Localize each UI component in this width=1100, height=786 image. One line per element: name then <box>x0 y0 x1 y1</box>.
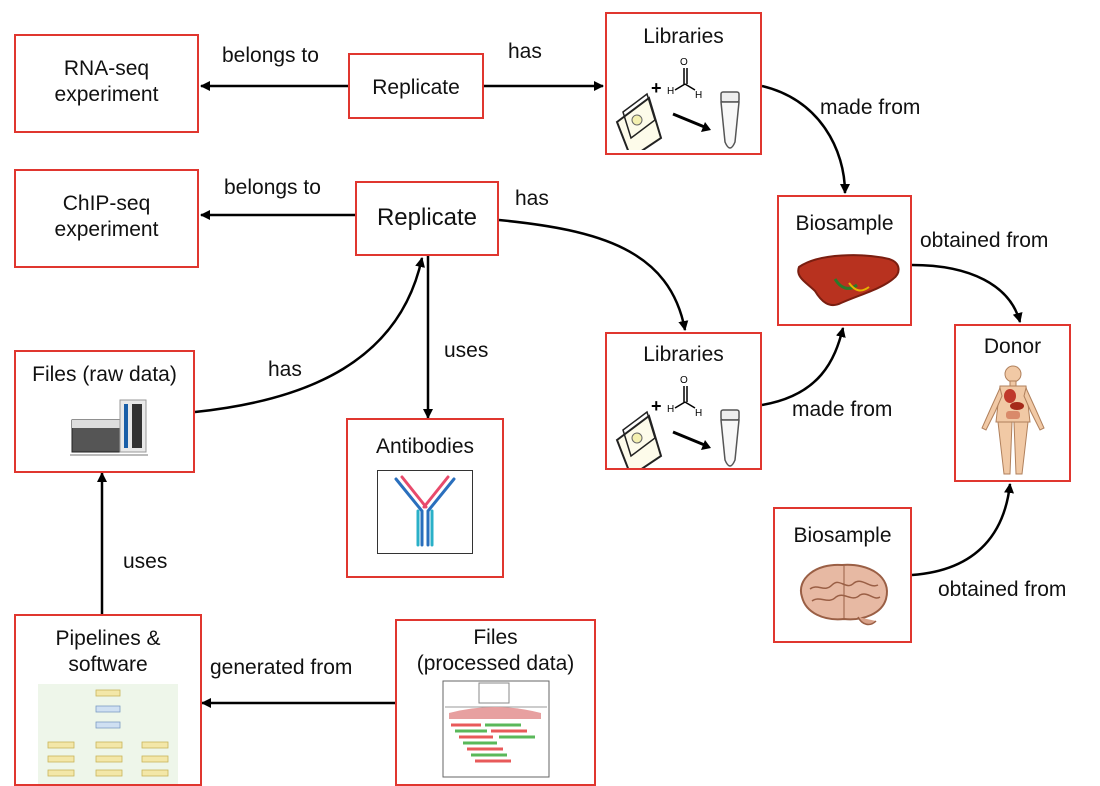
node-biosample-brain: Biosample <box>773 507 912 643</box>
antibody-icon <box>377 470 473 554</box>
edge-libraries-mid-made-from <box>761 327 846 407</box>
pipeline-flowchart-icon <box>38 684 178 784</box>
edge-label-generated-from: generated from <box>210 656 353 679</box>
edge-brain-obtained-donor <box>911 483 1014 577</box>
node-label: Libraries <box>643 343 724 366</box>
svg-text:H: H <box>695 90 702 101</box>
node-label-line1: Files <box>473 626 518 649</box>
edge-replicate-has-libraries-mid <box>498 218 689 331</box>
node-files-raw: Files (raw data) <box>14 350 195 473</box>
edge-label-has-files-raw: has <box>268 358 302 381</box>
human-body-icon <box>980 365 1045 475</box>
edge-files-raw-has <box>194 257 425 414</box>
svg-text:H: H <box>695 408 702 419</box>
svg-text:H: H <box>667 404 674 415</box>
edge-label-has-mid: has <box>515 187 549 210</box>
node-libraries-top: Libraries + H O H <box>605 12 762 155</box>
node-label-line2: experiment <box>54 218 159 241</box>
edge-libraries-made-from-liver <box>761 84 850 194</box>
sequencer-icon <box>69 399 148 456</box>
svg-text:+: + <box>651 78 662 98</box>
genome-browser-icon <box>442 680 549 778</box>
node-files-processed: Files (processed data) <box>395 619 596 786</box>
liver-icon <box>796 254 899 307</box>
node-label: Biosample <box>793 524 892 547</box>
edge-liver-obtained-donor <box>911 263 1023 323</box>
node-pipelines-software: Pipelines & software <box>14 614 202 786</box>
node-libraries-mid: Libraries + H O H <box>605 332 762 470</box>
node-label: Biosample <box>795 212 894 235</box>
node-label: Files (raw data) <box>32 363 177 386</box>
edge-label-obtained-from-brain: obtained from <box>938 578 1067 601</box>
node-replicate-mid: Replicate <box>355 181 499 256</box>
library-prep-icon: + H O H <box>615 57 740 150</box>
edge-label-has-top: has <box>508 40 542 63</box>
node-label: Replicate <box>372 76 460 99</box>
svg-text:+: + <box>651 396 662 416</box>
brain-icon <box>799 563 888 626</box>
node-antibodies: Antibodies <box>346 418 504 578</box>
edge-label-uses-pipelines: uses <box>123 550 168 573</box>
node-label: Libraries <box>643 25 724 48</box>
node-label: Antibodies <box>375 435 475 458</box>
node-rna-seq-experiment: RNA-seq experiment <box>14 34 199 133</box>
node-label: Donor <box>983 335 1042 358</box>
node-biosample-liver: Biosample <box>777 195 912 326</box>
node-label-line2: software <box>68 653 148 676</box>
edge-label-made-from-top: made from <box>820 96 921 119</box>
edge-label-uses-antibodies: uses <box>444 339 489 362</box>
edge-label-made-from-mid: made from <box>792 398 893 421</box>
node-label-line2: experiment <box>54 83 159 106</box>
node-label-line1: ChIP-seq <box>62 192 151 215</box>
library-prep-icon: + H O H <box>615 375 740 468</box>
svg-text:H: H <box>667 86 674 97</box>
node-donor: Donor <box>954 324 1071 482</box>
node-chip-seq-experiment: ChIP-seq experiment <box>14 169 199 268</box>
node-label: Replicate <box>376 204 478 231</box>
edge-label-belongs-to-rna: belongs to <box>222 44 319 67</box>
svg-text:O: O <box>680 375 688 386</box>
node-label-line1: RNA-seq <box>63 57 150 80</box>
svg-text:O: O <box>680 57 688 68</box>
node-label-line2: (processed data) <box>416 652 575 675</box>
edge-label-obtained-from-liver: obtained from <box>920 229 1049 252</box>
edge-label-belongs-to-chip: belongs to <box>224 176 321 199</box>
node-replicate-top: Replicate <box>348 53 484 119</box>
node-label-line1: Pipelines & <box>55 627 161 650</box>
